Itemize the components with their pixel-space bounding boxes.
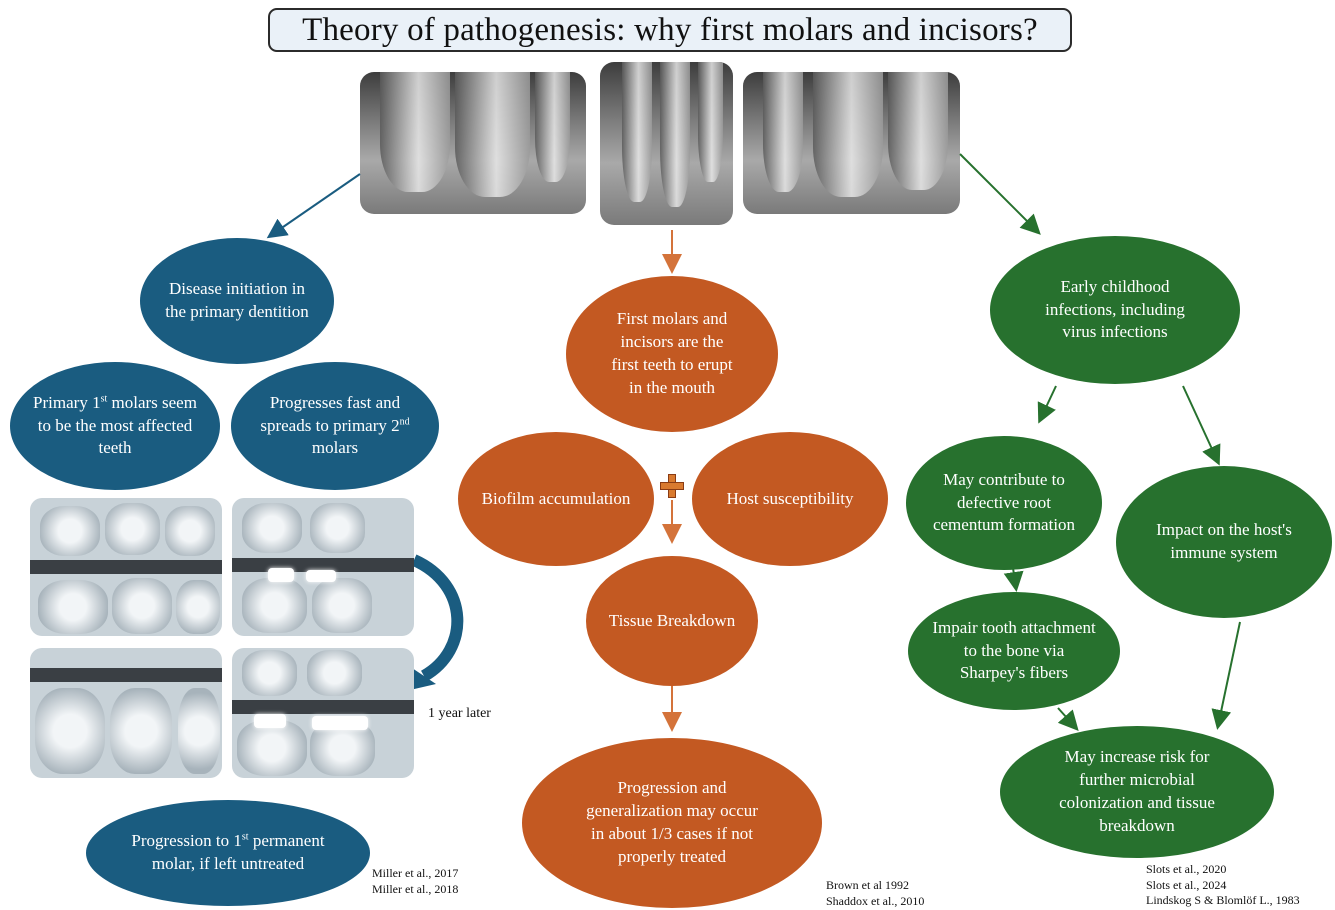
oval-generalization: Progression and generalization may occur…: [522, 738, 822, 908]
oval-early-childhood: Early childhood infections, including vi…: [990, 236, 1240, 384]
increase-risk-text: May increase risk for further microbial …: [1022, 746, 1252, 838]
first-molars-text: First molars and incisors are the first …: [588, 308, 756, 400]
tissue-breakdown-text: Tissue Breakdown: [609, 610, 735, 633]
bitewing-top-right: [232, 498, 414, 636]
oval-biofilm: Biofilm accumulation: [458, 432, 654, 566]
left-references: Miller et al., 2017 Miller et al., 2018: [372, 866, 458, 897]
right-references: Slots et al., 2020 Slots et al., 2024 Li…: [1146, 862, 1300, 909]
contribute-cementum-text: May contribute to defective root cementu…: [928, 469, 1080, 538]
arrow-to-risk-right: [1218, 622, 1240, 726]
arrow-to-early: [960, 154, 1038, 232]
ref-slots-2024: Slots et al., 2024: [1146, 878, 1300, 894]
ref-miller-2017: Miller et al., 2017: [372, 866, 458, 882]
arrow-to-impact: [1183, 386, 1218, 462]
generalization-text: Progression and generalization may occur…: [544, 777, 800, 869]
disease-initiation-text: Disease initiation in the primary dentit…: [162, 278, 312, 324]
progression-permanent-text: Progression to 1st permanent molar, if l…: [108, 830, 348, 876]
oval-primary-first-molars: Primary 1st molars seem to be the most a…: [10, 362, 220, 490]
impair-attachment-text: Impair tooth attachment to the bone via …: [930, 617, 1098, 686]
ref-shaddox-2010: Shaddox et al., 2010: [826, 894, 924, 910]
oval-progression-permanent: Progression to 1st permanent molar, if l…: [86, 800, 370, 906]
ref-brown-1992: Brown et al 1992: [826, 878, 924, 894]
oval-disease-initiation: Disease initiation in the primary dentit…: [140, 238, 334, 364]
biofilm-text: Biofilm accumulation: [482, 488, 631, 511]
arrow-to-contribute: [1040, 386, 1056, 420]
host-susceptibility-text: Host susceptibility: [726, 488, 853, 511]
arrow-to-risk-left: [1058, 708, 1076, 728]
oval-impair-attachment: Impair tooth attachment to the bone via …: [908, 592, 1120, 710]
immune-impact-text: Impact on the host's immune system: [1138, 519, 1310, 565]
oval-progresses-fast: Progresses fast and spreads to primary 2…: [231, 362, 439, 490]
bitewing-bottom-left: [30, 648, 222, 778]
arrow-to-disease: [270, 174, 360, 236]
center-references: Brown et al 1992 Shaddox et al., 2010: [826, 878, 924, 909]
bitewing-top-left: [30, 498, 222, 636]
early-childhood-text: Early childhood infections, including vi…: [1012, 276, 1218, 345]
oval-immune-impact: Impact on the host's immune system: [1116, 466, 1332, 618]
curved-arrow-one-year: [414, 560, 457, 676]
primary-first-molars-text: Primary 1st molars seem to be the most a…: [32, 392, 198, 461]
oval-host-susceptibility: Host susceptibility: [692, 432, 888, 566]
ref-lindskog-1983: Lindskog S & Blomlöf L., 1983: [1146, 893, 1300, 909]
plus-icon: [660, 474, 684, 498]
ref-miller-2018: Miller et al., 2018: [372, 882, 458, 898]
oval-increase-risk: May increase risk for further microbial …: [1000, 726, 1274, 858]
arrow-to-impair: [1013, 568, 1016, 588]
ref-slots-2020: Slots et al., 2020: [1146, 862, 1300, 878]
bitewing-bottom-right: [232, 648, 414, 778]
progresses-fast-text: Progresses fast and spreads to primary 2…: [253, 392, 417, 461]
oval-tissue-breakdown: Tissue Breakdown: [586, 556, 758, 686]
one-year-later-label: 1 year later: [428, 706, 491, 722]
oval-first-molars-erupt: First molars and incisors are the first …: [566, 276, 778, 432]
oval-contribute-cementum: May contribute to defective root cementu…: [906, 436, 1102, 570]
